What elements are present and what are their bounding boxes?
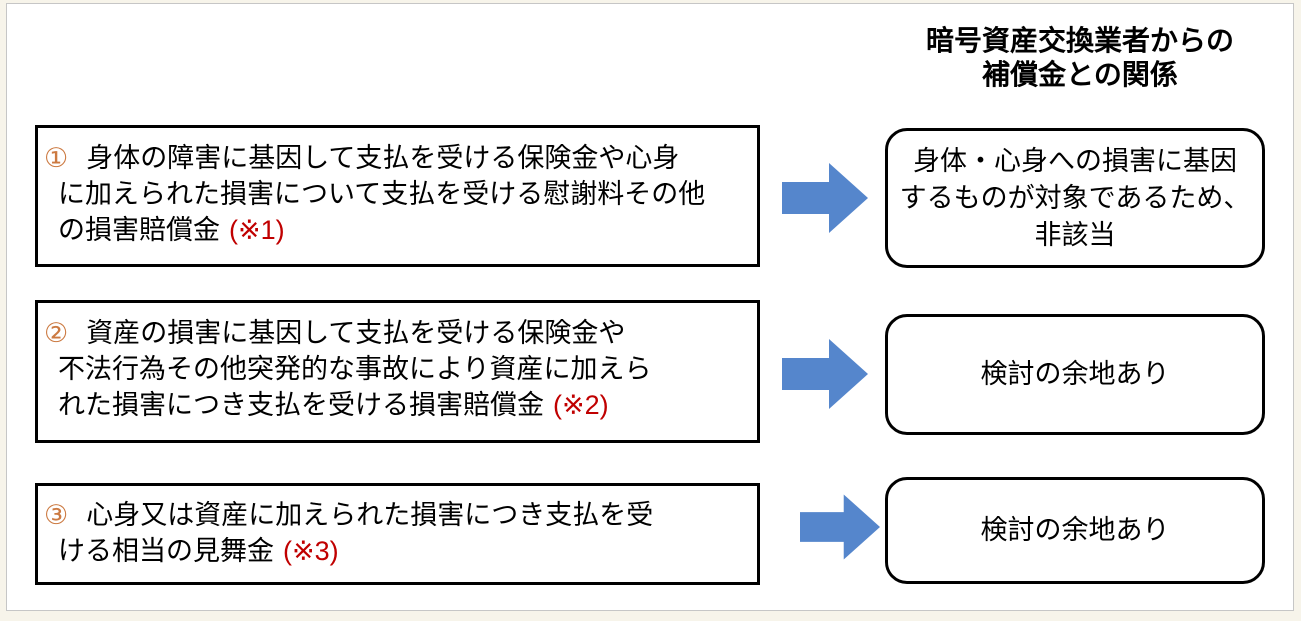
result-box-1: 身体・心身への損害に基因 するものが対象であるため、 非該当 xyxy=(885,128,1265,268)
diagram-title-line1: 暗号資産交換業者からの xyxy=(925,25,1234,56)
item-1-line-3: の損害賠償金 (※1) xyxy=(44,212,751,248)
right-arrow-icon xyxy=(782,163,868,233)
item-3-line-2: ける相当の見舞金 (※3) xyxy=(44,533,751,569)
item-1-number: ① xyxy=(44,143,69,173)
result-box-3: 検討の余地あり xyxy=(885,477,1265,584)
result-box-2: 検討の余地あり xyxy=(885,314,1265,435)
item-2-note-ref: (※2) xyxy=(553,390,609,420)
item-2-line-2: 不法行為その他突発的な事故により資産に加えら xyxy=(58,354,652,384)
item-box-3: ③ 心身又は資産に加えられた損害につき支払を受 ける相当の見舞金 (※3) xyxy=(35,483,760,585)
item-box-1: ① 身体の障害に基因して支払を受ける保険金や心身 に加えられた損害について支払を受… xyxy=(35,125,760,267)
item-3-number: ③ xyxy=(44,500,69,530)
item-1-note-ref: (※1) xyxy=(229,215,285,245)
item-3-text-2: ける相当の見舞金 xyxy=(58,536,274,566)
item-1-text-1: 身体の障害に基因して支払を受ける保険金や心身 xyxy=(86,143,680,173)
item-3-note-ref: (※3) xyxy=(283,536,339,566)
result-1-line-1: 身体・心身への損害に基因 xyxy=(913,145,1237,176)
result-1-line-3: 非該当 xyxy=(1034,219,1116,250)
diagram-title-line2: 補償金との関係 xyxy=(982,59,1178,90)
result-1-line-2: するものが対象であるため、 xyxy=(899,182,1251,213)
item-2-text-3: れた損害につき支払を受ける損害賠償金 xyxy=(58,390,544,420)
item-3-line-1: ③ 心身又は資産に加えられた損害につき支払を受 xyxy=(44,497,751,533)
item-1-line-2: に加えられた損害について支払を受ける慰謝料その他 xyxy=(58,179,706,209)
right-arrow-icon xyxy=(800,494,880,560)
item-2-line-1: ② 資産の損害に基因して支払を受ける保険金や xyxy=(44,315,751,351)
item-1-text-3: の損害賠償金 xyxy=(58,215,220,245)
result-2-text: 検討の余地あり xyxy=(980,359,1170,389)
diagram-title: 暗号資産交換業者からの 補償金との関係 xyxy=(875,24,1285,92)
result-3-text: 検討の余地あり xyxy=(980,515,1170,545)
item-2-text-1: 資産の損害に基因して支払を受ける保険金や xyxy=(86,318,626,348)
item-box-2: ② 資産の損害に基因して支払を受ける保険金や 不法行為その他突発的な事故により資産… xyxy=(35,300,760,443)
item-2-number: ② xyxy=(44,318,69,348)
right-arrow-icon xyxy=(782,339,868,409)
item-3-text-1: 心身又は資産に加えられた損害につき支払を受 xyxy=(86,500,654,530)
item-2-line-3: れた損害につき支払を受ける損害賠償金 (※2) xyxy=(44,387,751,423)
item-1-line-1: ① 身体の障害に基因して支払を受ける保険金や心身 xyxy=(44,140,751,176)
